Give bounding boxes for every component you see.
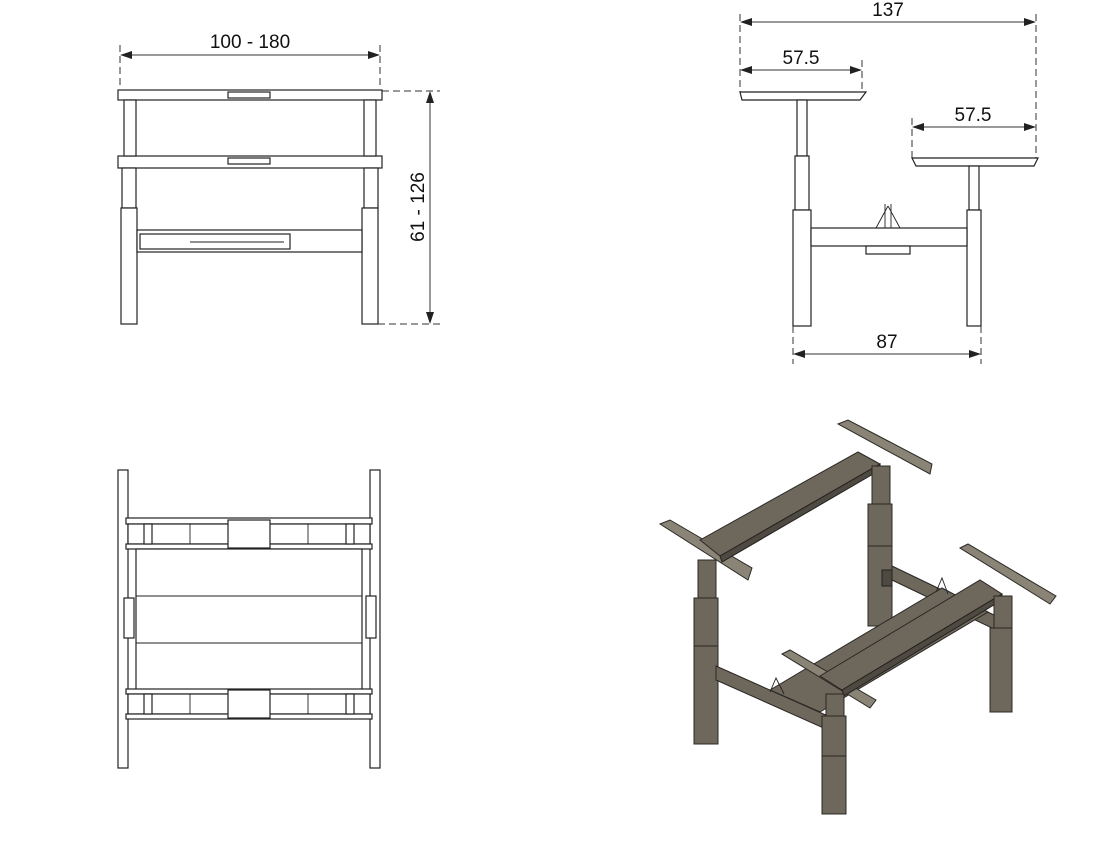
left-desk-dimension: 57.5 xyxy=(740,48,863,92)
frame-depth-dimension: 87 xyxy=(792,326,982,364)
front-view: 100 - 180 61 - 126 xyxy=(117,32,440,325)
top-view xyxy=(117,469,381,769)
total-depth-label: 137 xyxy=(872,0,904,21)
right-desk-label: 57.5 xyxy=(955,105,992,126)
height-label: 61 - 126 xyxy=(408,172,429,242)
total-depth-dimension: 137 xyxy=(739,0,1037,160)
isometric-view xyxy=(658,419,1057,815)
width-label: 100 - 180 xyxy=(210,32,290,53)
height-dimension: 61 - 126 xyxy=(378,90,440,325)
side-view: 137 57.5 57.5 xyxy=(739,0,1039,364)
left-desk-label: 57.5 xyxy=(783,48,820,69)
frame-depth-label: 87 xyxy=(876,332,897,353)
width-dimension: 100 - 180 xyxy=(119,32,381,88)
right-desk-dimension: 57.5 xyxy=(911,105,1036,158)
